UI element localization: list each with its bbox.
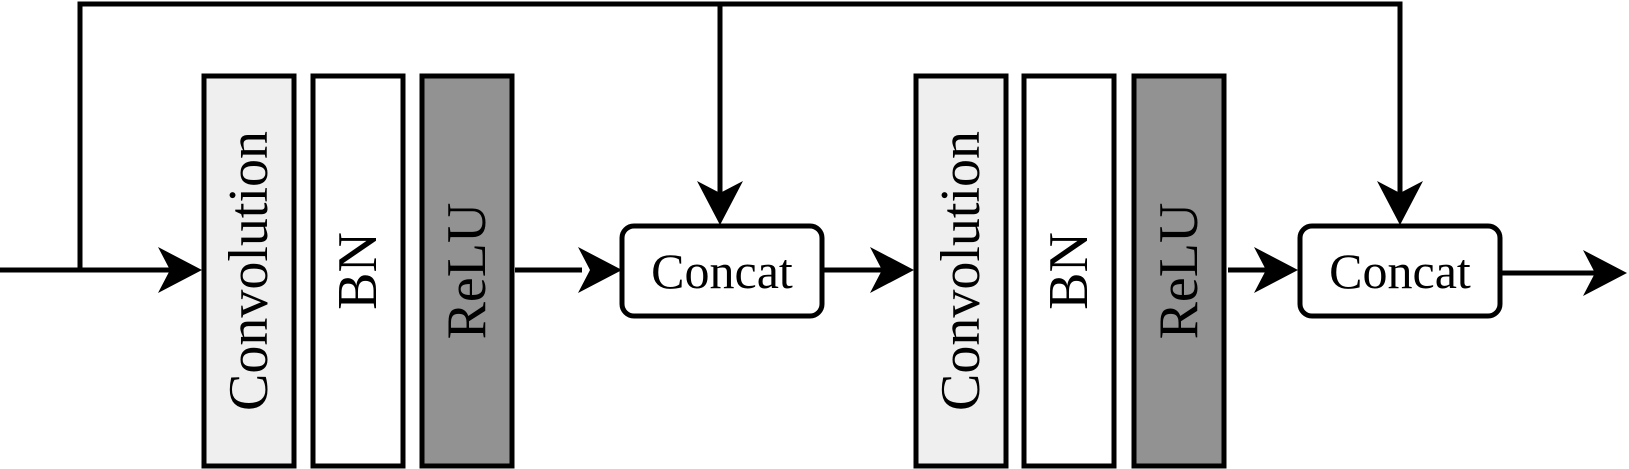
conv-block-2-box xyxy=(913,73,1009,469)
conv-block-1: Convolution xyxy=(201,73,297,469)
arrowhead-output xyxy=(1583,250,1627,296)
conv-block-2-label: Convolution xyxy=(930,131,992,411)
concat-block-1-label: Concat xyxy=(651,243,793,299)
bn-block-2: BN xyxy=(1021,73,1117,469)
relu-block-2-label: ReLU xyxy=(1148,203,1210,340)
bn-block-2-label: BN xyxy=(1038,232,1100,310)
connectors xyxy=(0,1,1595,276)
concat-block-1-box xyxy=(619,223,825,319)
arrowhead-into-concat-2-left xyxy=(1254,247,1298,293)
relu-block-1-label: ReLU xyxy=(436,203,498,340)
arrowheads xyxy=(158,181,1627,296)
stage-1: Convolution BN ReLU Concat xyxy=(201,73,825,469)
concat-block-1: Concat xyxy=(619,223,825,319)
skip-connection-to-concat-2 xyxy=(720,1,1403,195)
relu-block-2-box xyxy=(1131,73,1227,469)
concat-block-2-box xyxy=(1297,223,1503,319)
bn-block-1: BN xyxy=(310,73,406,469)
bn-block-1-box xyxy=(310,73,406,469)
conv-block-1-box xyxy=(201,73,297,469)
stage-2: Convolution BN ReLU Concat xyxy=(913,73,1503,469)
conv-block-1-label: Convolution xyxy=(218,131,280,411)
skip-connection-to-concat-1 xyxy=(77,1,723,270)
relu-block-1-box xyxy=(419,73,515,469)
relu-block-1: ReLU xyxy=(419,73,515,469)
relu-block-2: ReLU xyxy=(1131,73,1227,469)
arrowhead-into-conv-1 xyxy=(158,247,202,293)
arrowhead-into-conv-2 xyxy=(870,247,914,293)
arrowhead-into-concat-1-top xyxy=(697,181,743,225)
concat-block-2: Concat xyxy=(1297,223,1503,319)
bn-block-1-label: BN xyxy=(327,232,389,310)
conv-block-2: Convolution xyxy=(913,73,1009,469)
arrowhead-into-concat-2-top xyxy=(1377,181,1423,225)
bn-block-2-box xyxy=(1021,73,1117,469)
arrowhead-into-concat-1-left xyxy=(578,247,622,293)
concat-block-2-label: Concat xyxy=(1329,243,1471,299)
